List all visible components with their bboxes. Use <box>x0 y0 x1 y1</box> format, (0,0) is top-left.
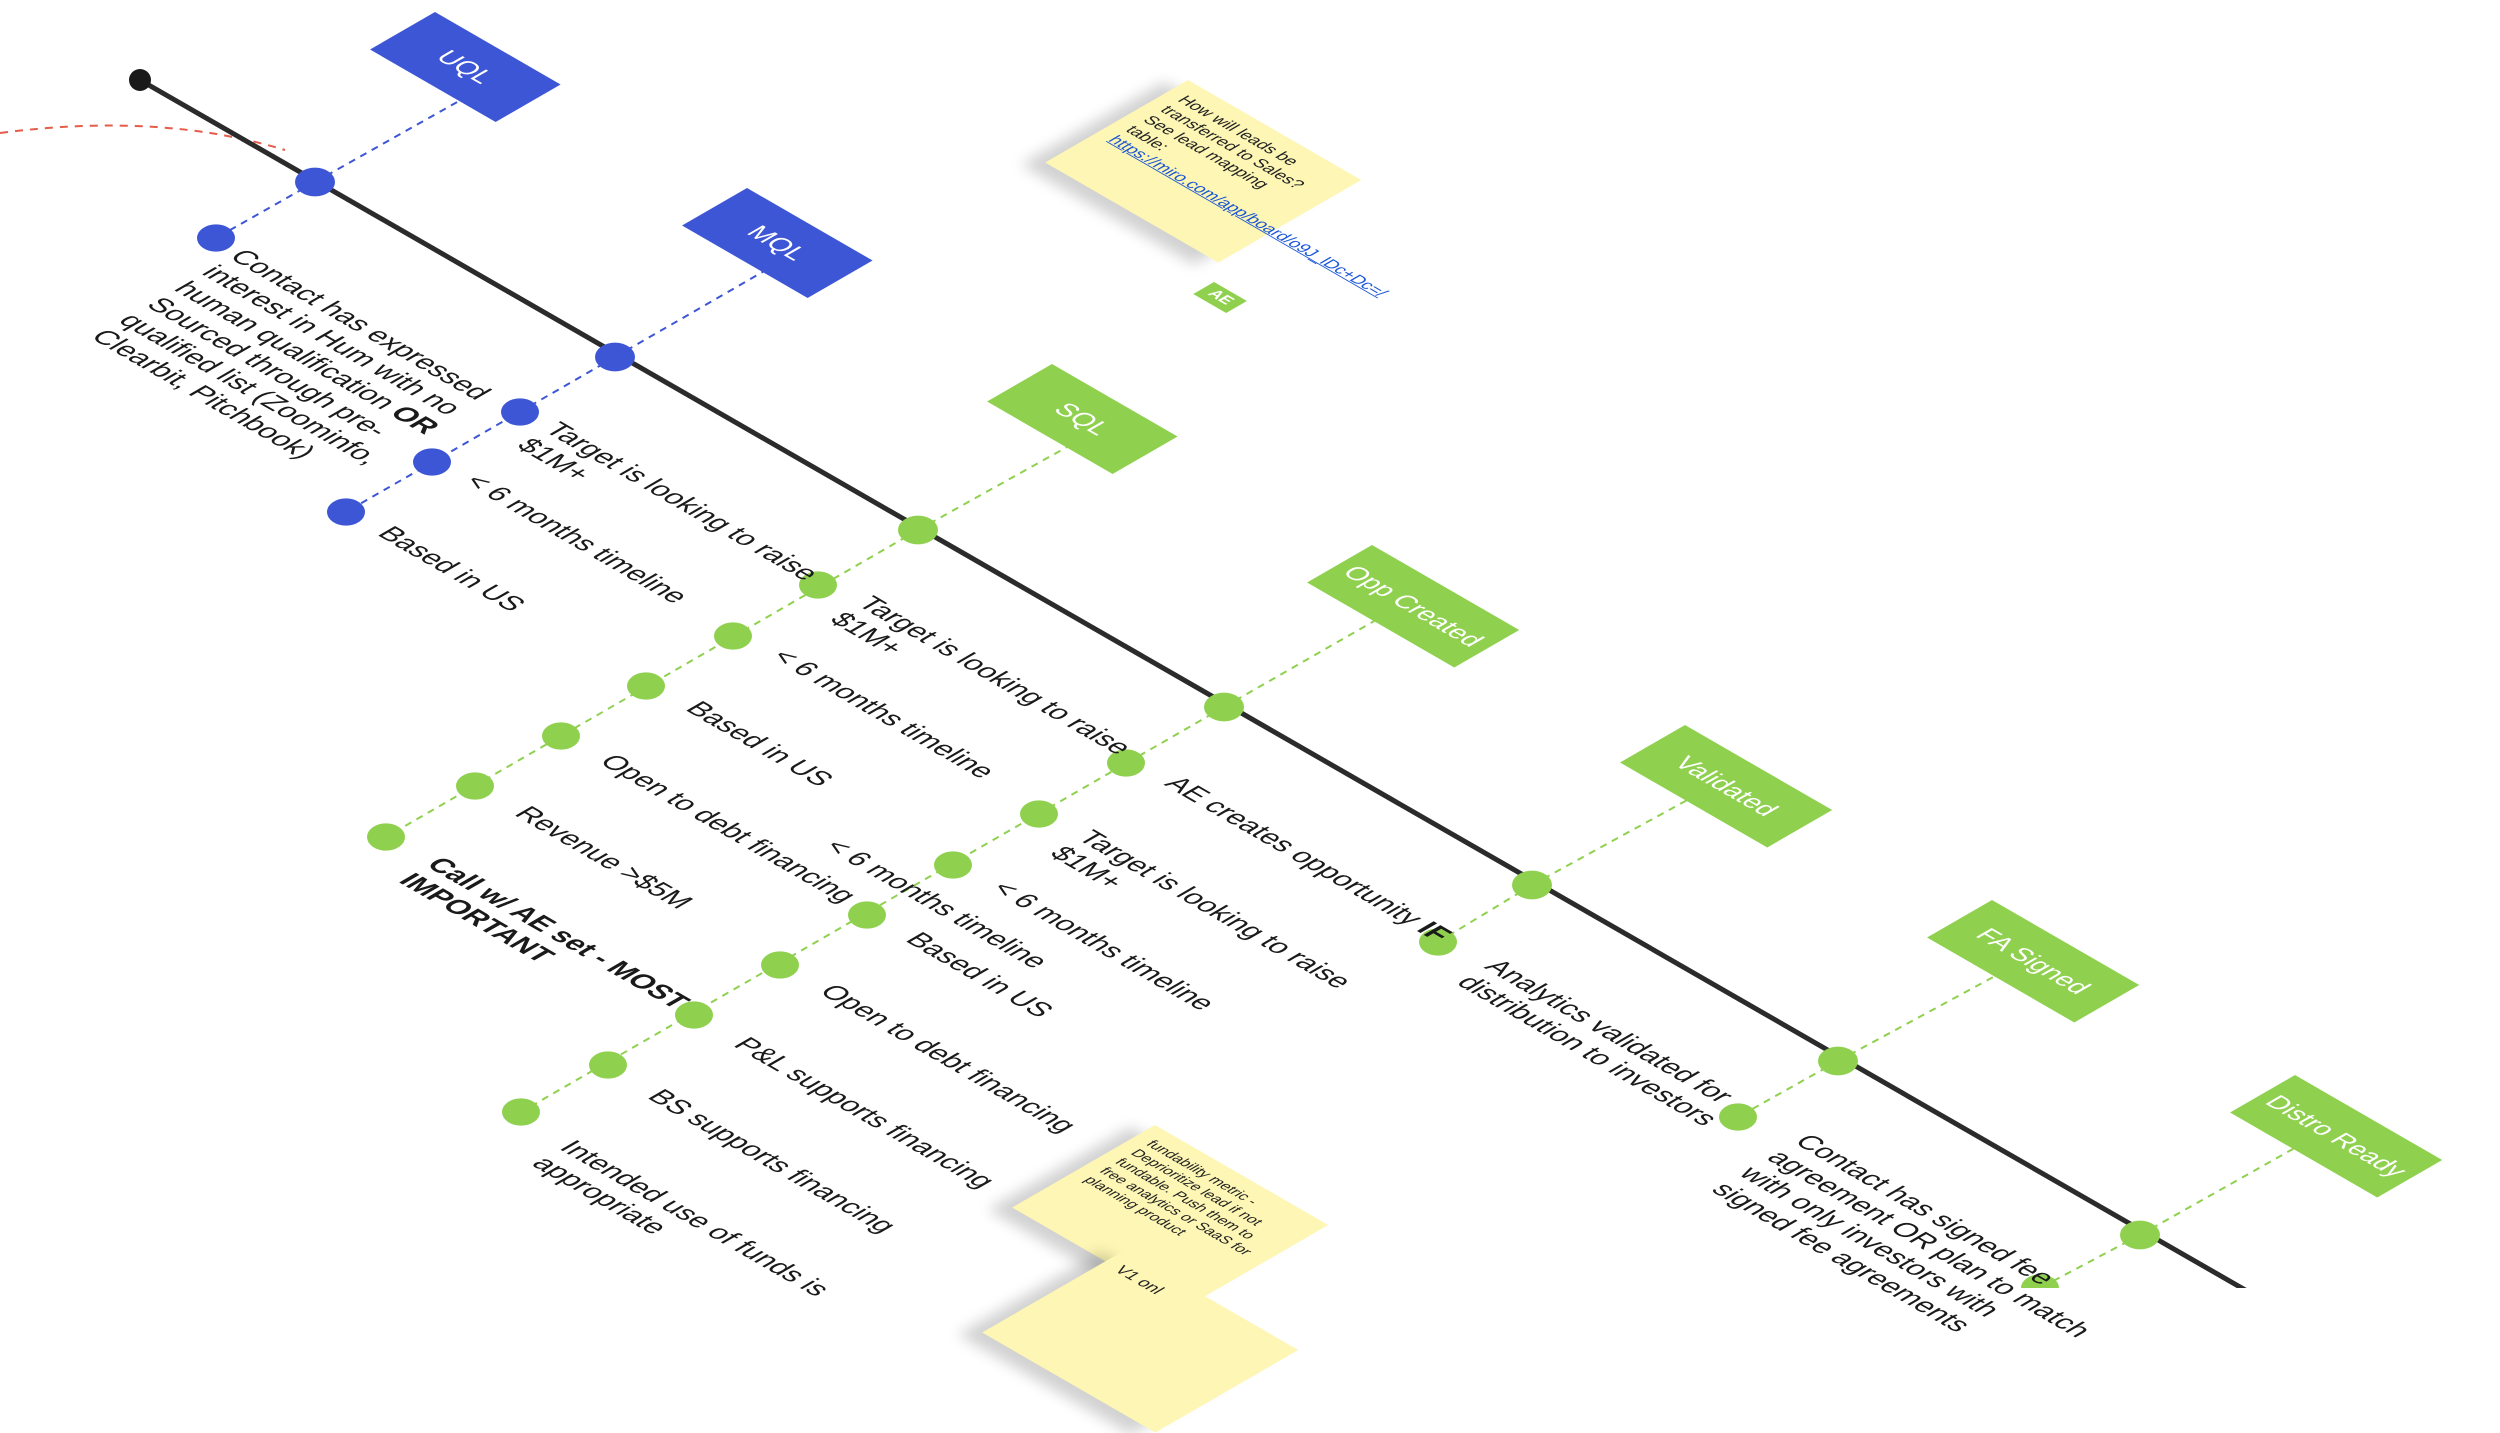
validated-bullet-1 <box>1419 928 1457 956</box>
distro-top-connector <box>2139 1144 2301 1236</box>
sql-bullet-4 <box>542 722 580 750</box>
validated-bullet-connector <box>1437 884 1533 943</box>
sql-bullet-2 <box>714 622 752 650</box>
opp-top-connector <box>1223 611 1391 708</box>
distro-bullet-connector <box>2039 1234 2141 1288</box>
opp-bullet-8 <box>502 1098 540 1126</box>
fa-top-connector <box>1837 967 2011 1062</box>
mql-top-connector <box>614 261 781 358</box>
mql-bullet-3 <box>327 498 365 526</box>
fa-bullet-connector <box>1737 1060 1839 1118</box>
sql-bullet-5 <box>456 772 494 800</box>
distro-bullet-1 <box>2021 1274 2059 1288</box>
uql-spine-dot <box>295 167 335 197</box>
funnel-spine <box>138 77 2247 1288</box>
mql-bullet-2 <box>413 448 451 476</box>
sql-bullet-6 <box>367 823 405 851</box>
validated-top-connector <box>1531 792 1701 886</box>
distro-spine-dot <box>2120 1220 2160 1250</box>
validated-spine-dot <box>1512 870 1552 900</box>
uql-bullet-connector <box>215 181 316 239</box>
sql-bullet-3 <box>627 672 665 700</box>
mql-bullet-1 <box>501 398 539 426</box>
spine-start-dot <box>129 69 151 91</box>
stage-uql-label: UQL <box>429 45 502 88</box>
stage-sql-label: SQL <box>1047 398 1119 440</box>
opp-bullet-5 <box>761 951 799 979</box>
sql-top-connector <box>917 436 1086 531</box>
opp-bullet-1 <box>1107 749 1145 777</box>
mql-spine-dot <box>595 342 635 372</box>
opp-bullet-6 <box>675 1001 713 1029</box>
stage-mql-label: MQL <box>740 221 816 265</box>
funnel-diagram-canvas <box>0 69 2301 1288</box>
dashed-arc <box>0 124 286 151</box>
opp-bullet-3 <box>934 851 972 879</box>
opp-bullet-2 <box>1020 800 1058 828</box>
opp-spine-dot <box>1204 692 1244 722</box>
uql-top-connector <box>314 91 476 183</box>
uql-bullet-1 <box>197 224 235 252</box>
sql-spine-dot <box>898 515 938 545</box>
sql-bullet-1 <box>799 571 837 599</box>
fa-spine-dot <box>1818 1046 1858 1076</box>
opp-bullet-4 <box>848 901 886 929</box>
opp-bullet-7 <box>589 1051 627 1079</box>
fa-bullet-1 <box>1719 1103 1757 1131</box>
